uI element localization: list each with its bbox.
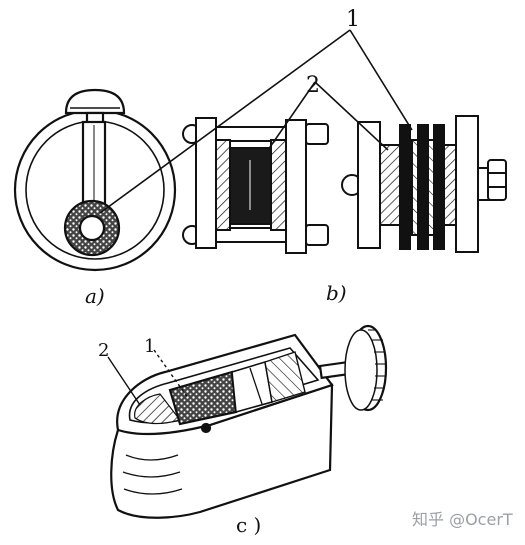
disc-1 bbox=[399, 124, 411, 250]
leader-c-1 bbox=[153, 349, 189, 399]
nut bbox=[487, 159, 507, 201]
disc-2 bbox=[417, 124, 429, 250]
plate-left bbox=[195, 117, 217, 249]
fig-a-ring-holder bbox=[13, 88, 177, 272]
caption-a: a) bbox=[85, 284, 105, 308]
screw-head bbox=[64, 88, 126, 115]
callout-1-c: 1 bbox=[144, 336, 155, 357]
fig-b-stack-right bbox=[341, 115, 507, 253]
callout-1-top: 1 bbox=[346, 7, 360, 32]
caption-b: b) bbox=[326, 281, 347, 305]
holder-body bbox=[110, 383, 334, 519]
fig-c-handheld-holder bbox=[110, 324, 388, 519]
end-plate-right bbox=[455, 115, 479, 253]
callout-2-top: 2 bbox=[306, 73, 320, 98]
watermark-text: 知乎 @OcerT bbox=[412, 510, 513, 529]
caption-c: c ) bbox=[236, 513, 261, 537]
plate-right bbox=[285, 119, 307, 254]
end-plate-left bbox=[357, 121, 381, 249]
disc-3 bbox=[433, 124, 445, 250]
fig-b-clamp-left bbox=[182, 117, 329, 254]
leader-lines bbox=[99, 29, 413, 214]
leader-c-2 bbox=[107, 356, 141, 406]
callout-2-c: 2 bbox=[98, 340, 109, 361]
